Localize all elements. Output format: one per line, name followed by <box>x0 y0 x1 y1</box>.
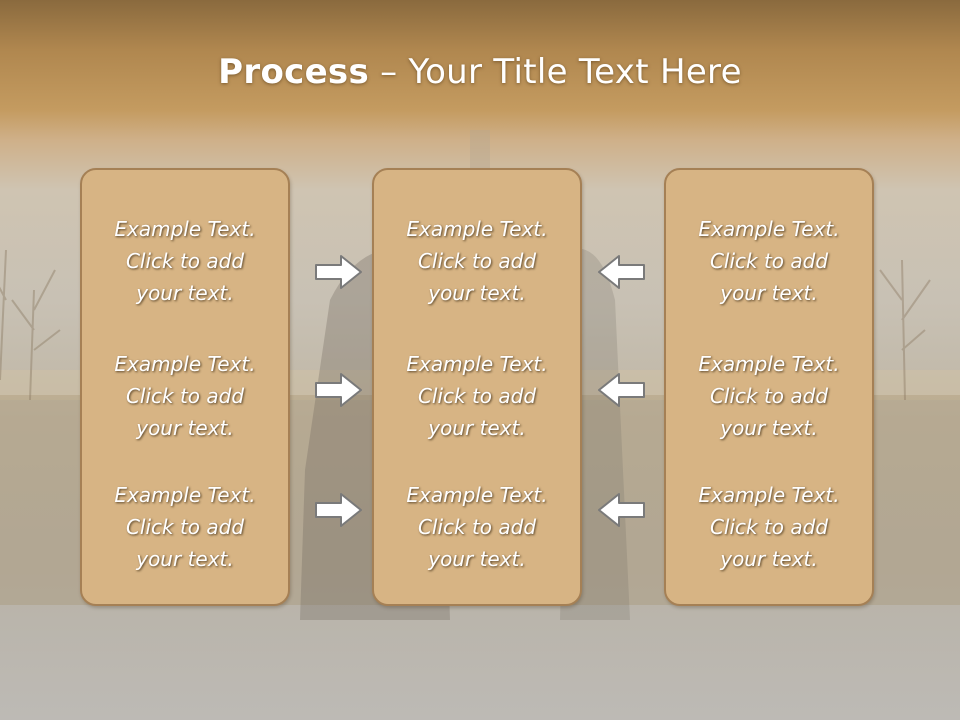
right-arrow-icon[interactable] <box>314 254 364 290</box>
text-block[interactable]: Example Text. Click to add your text. <box>374 213 580 309</box>
text-line: Click to add <box>709 515 829 539</box>
text-line: Example Text. <box>114 483 256 507</box>
title-bold: Process <box>218 52 370 92</box>
right-arrow-icon[interactable] <box>314 372 364 408</box>
text-line: Example Text. <box>114 352 256 376</box>
text-line: Example Text. <box>406 352 548 376</box>
slide-title[interactable]: Process – Your Title Text Here <box>0 52 960 92</box>
text-line: Click to add <box>125 515 245 539</box>
process-box-right[interactable]: Example Text. Click to add your text. Ex… <box>664 168 874 606</box>
text-line: Click to add <box>709 249 829 273</box>
text-line: your text. <box>136 416 234 440</box>
text-block[interactable]: Example Text. Click to add your text. <box>82 213 288 309</box>
text-line: Click to add <box>417 515 537 539</box>
text-line: your text. <box>428 416 526 440</box>
left-arrow-icon[interactable] <box>596 492 646 528</box>
text-block[interactable]: Example Text. Click to add your text. <box>666 479 872 575</box>
process-box-left[interactable]: Example Text. Click to add your text. Ex… <box>80 168 290 606</box>
left-arrow-icon[interactable] <box>596 372 646 408</box>
text-line: Click to add <box>125 384 245 408</box>
text-block[interactable]: Example Text. Click to add your text. <box>666 213 872 309</box>
text-line: Example Text. <box>406 483 548 507</box>
text-line: Example Text. <box>114 217 256 241</box>
text-line: your text. <box>136 281 234 305</box>
text-block[interactable]: Example Text. Click to add your text. <box>82 348 288 444</box>
text-line: your text. <box>428 547 526 571</box>
left-arrow-icon[interactable] <box>596 254 646 290</box>
text-line: Example Text. <box>698 217 840 241</box>
text-line: Example Text. <box>698 483 840 507</box>
text-block[interactable]: Example Text. Click to add your text. <box>374 479 580 575</box>
text-line: your text. <box>428 281 526 305</box>
title-rest: – Your Title Text Here <box>369 52 742 92</box>
text-line: Click to add <box>417 249 537 273</box>
text-line: Click to add <box>125 249 245 273</box>
text-line: your text. <box>720 281 818 305</box>
text-block[interactable]: Example Text. Click to add your text. <box>82 479 288 575</box>
text-block[interactable]: Example Text. Click to add your text. <box>666 348 872 444</box>
text-line: Example Text. <box>698 352 840 376</box>
text-line: your text. <box>720 416 818 440</box>
text-line: Example Text. <box>406 217 548 241</box>
process-box-center[interactable]: Example Text. Click to add your text. Ex… <box>372 168 582 606</box>
text-line: your text. <box>720 547 818 571</box>
text-line: Click to add <box>417 384 537 408</box>
text-line: Click to add <box>709 384 829 408</box>
right-arrow-icon[interactable] <box>314 492 364 528</box>
text-line: your text. <box>136 547 234 571</box>
text-block[interactable]: Example Text. Click to add your text. <box>374 348 580 444</box>
